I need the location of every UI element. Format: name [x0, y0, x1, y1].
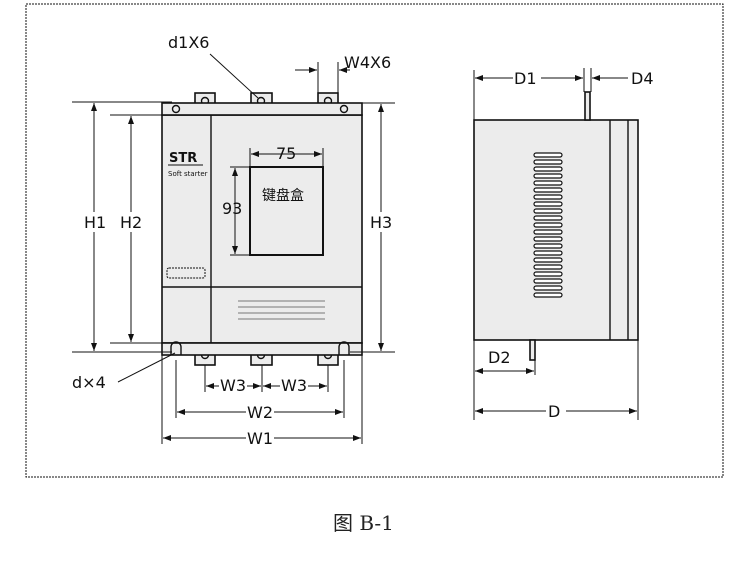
w3-label-right: W3	[281, 376, 307, 395]
side-view: D1 D4 D2 D	[473, 68, 654, 421]
keypad-label: 键盘盒	[262, 187, 304, 204]
figure-caption: 图 B-1	[333, 511, 394, 535]
starter-body	[161, 114, 363, 344]
w1-label: W1	[247, 429, 273, 448]
vent-slot	[533, 180, 563, 186]
vent-slots	[533, 152, 563, 298]
keypad-width-label: 75	[276, 144, 296, 163]
subtitle-label: Soft starter	[168, 170, 208, 178]
vent-slot	[533, 250, 563, 256]
vent-slot	[533, 243, 563, 249]
keypad-height-label: 93	[222, 199, 242, 218]
mount-hole	[171, 104, 181, 114]
mount-hole	[339, 104, 349, 114]
vent-slot	[533, 208, 563, 214]
logo-icon	[166, 267, 206, 279]
vent-slot	[533, 271, 563, 277]
vent-slot	[533, 236, 563, 242]
keypad-box: 键盘盒 75 93	[222, 144, 324, 256]
vent-slot	[533, 257, 563, 263]
vent-slot	[533, 285, 563, 291]
vent-slot	[533, 215, 563, 221]
figure-frame	[25, 3, 724, 478]
w3-label-left: W3	[220, 376, 246, 395]
h2-label: H2	[120, 213, 142, 232]
vent-slot	[533, 159, 563, 165]
w2-label: W2	[247, 403, 273, 422]
front-view: STR Soft starter 键盘盒 75 93 H1	[72, 33, 398, 448]
vent-slot	[533, 166, 563, 172]
brand-label: STR	[169, 151, 197, 166]
d1-depth-label: D1	[514, 69, 537, 88]
d1-label: d1X6	[168, 33, 209, 52]
d2-label: D2	[488, 348, 511, 367]
vent-slot	[533, 292, 563, 298]
mount-slot	[338, 341, 350, 355]
mount-hole-label: d×4	[72, 373, 106, 392]
vent-slot	[533, 222, 563, 228]
text-lines	[238, 300, 325, 320]
d4-label: D4	[631, 69, 654, 88]
vent-slot	[533, 229, 563, 235]
vent-slot	[533, 201, 563, 207]
vent-slot	[533, 264, 563, 270]
vent-slot	[533, 194, 563, 200]
vent-slot	[533, 278, 563, 284]
h3-label: H3	[370, 213, 392, 232]
h1-label: H1	[84, 213, 106, 232]
mount-slot	[170, 341, 182, 355]
w4-label: W4X6	[344, 53, 391, 72]
vent-slot	[533, 187, 563, 193]
vent-slot	[533, 173, 563, 179]
d-label: D	[548, 402, 560, 421]
vent-slot	[533, 152, 563, 158]
